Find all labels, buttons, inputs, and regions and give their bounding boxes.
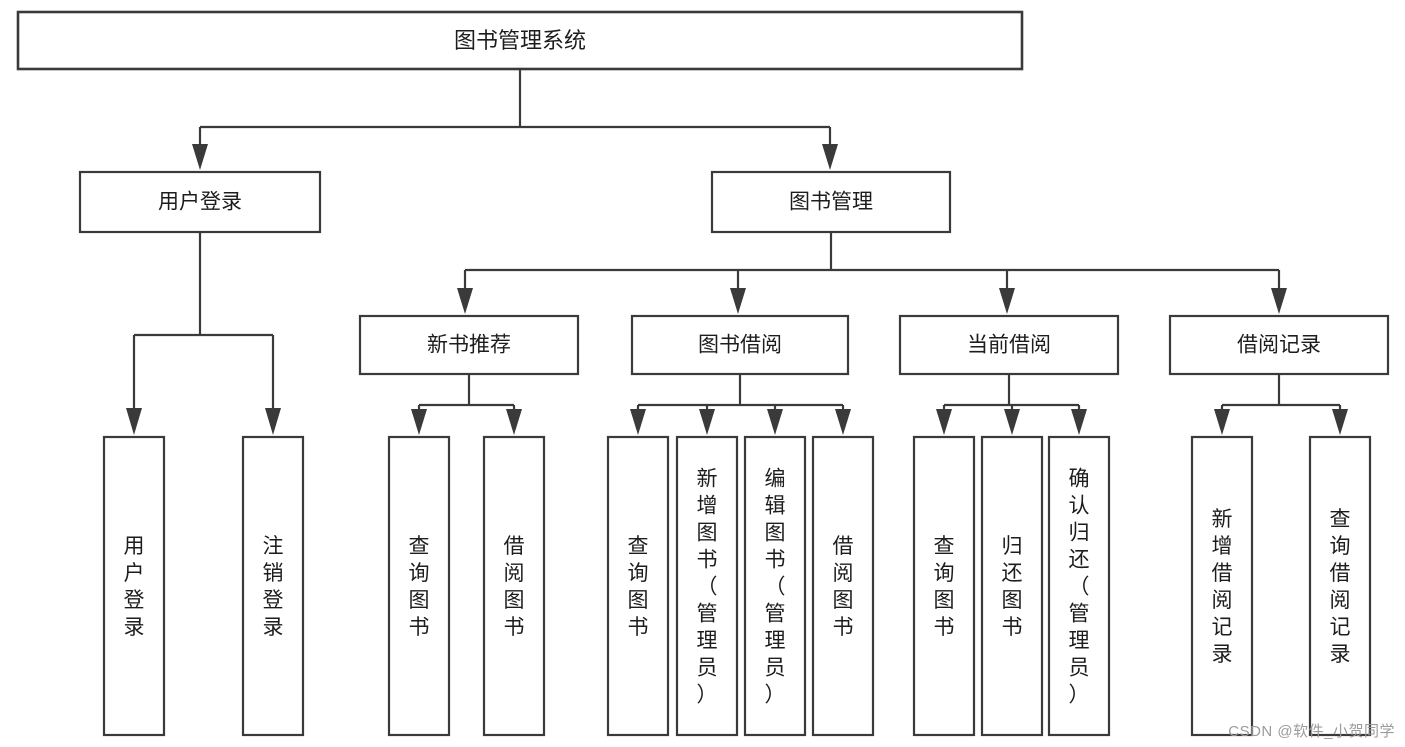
- node-new-book-rec-box[interactable]: [358, 314, 580, 376]
- connector-group-current-borrow: [936, 374, 1087, 435]
- arrow-head-new-book-rec: [457, 288, 473, 314]
- leaf-user-login-label: 用户登录: [124, 535, 145, 639]
- leaf-query-book-rec-box[interactable]: [387, 435, 451, 737]
- arrow-head-leaf-user-login: [126, 408, 142, 435]
- leaf-borrow-book-bor-box[interactable]: [811, 435, 875, 737]
- leaf-return-book-label: 归还图书: [1002, 535, 1023, 639]
- leaf-add-record-label: 新增借阅记录: [1212, 508, 1233, 666]
- arrow-head-borrow-record: [1271, 288, 1287, 314]
- leaf-logout-box[interactable]: [241, 435, 305, 737]
- node-user-login-box[interactable]: [78, 170, 322, 234]
- node-book-borrow-label: 图书借阅: [698, 334, 782, 357]
- leaf-add-book-label: 新增图书（管理员）: [697, 468, 718, 707]
- leaf-borrow-book-rec-box[interactable]: [482, 435, 546, 737]
- node-book-borrow[interactable]: 图书借阅: [630, 314, 850, 376]
- connector-group-book-manage: [457, 232, 1287, 314]
- arrow-head-leaf-query-book-cur: [936, 409, 952, 435]
- node-book-borrow-box[interactable]: [630, 314, 850, 376]
- arrow-head-leaf-logout: [265, 408, 281, 435]
- leaf-query-book-bor[interactable]: 查询图书: [606, 435, 670, 737]
- arrow-head-leaf-borrow-book-bor: [835, 409, 851, 435]
- leaf-node-layer: 用户登录 注销登录 查询图书 借阅图书 查询图书 新增图书（管理员） 编辑图书（管理员） 借阅…: [102, 435, 1372, 737]
- leaf-logout-label: 注销登录: [263, 535, 284, 639]
- node-root-box[interactable]: [16, 10, 1024, 71]
- arrow-head-book-manage: [822, 144, 838, 170]
- arrow-head-leaf-borrow-book-rec: [506, 409, 522, 435]
- node-borrow-record-box[interactable]: [1168, 314, 1390, 376]
- node-book-manage-label: 图书管理: [789, 191, 873, 214]
- leaf-query-book-bor-box[interactable]: [606, 435, 670, 737]
- node-new-book-rec[interactable]: 新书推荐: [358, 314, 580, 376]
- connector-group-root: [192, 69, 838, 170]
- leaf-edit-book-box[interactable]: [743, 435, 807, 737]
- arrow-head-book-borrow: [730, 288, 746, 314]
- leaf-borrow-book-rec[interactable]: 借阅图书: [482, 435, 546, 737]
- leaf-logout[interactable]: 注销登录: [241, 435, 305, 737]
- leaf-add-record[interactable]: 新增借阅记录: [1190, 435, 1254, 737]
- leaf-user-login-box[interactable]: [102, 435, 166, 737]
- leaf-query-record[interactable]: 查询借阅记录: [1308, 435, 1372, 737]
- leaf-edit-book[interactable]: 编辑图书（管理员）: [743, 435, 807, 737]
- node-user-login[interactable]: 用户登录: [78, 170, 322, 234]
- node-current-borrow-label: 当前借阅: [967, 334, 1051, 357]
- arrow-head-current-borrow: [999, 288, 1015, 314]
- leaf-query-book-cur-box[interactable]: [912, 435, 976, 737]
- arrow-head-leaf-add-book: [699, 409, 715, 435]
- node-new-book-rec-label: 新书推荐: [427, 334, 511, 357]
- node-root-label: 图书管理系统: [454, 28, 586, 53]
- leaf-add-book[interactable]: 新增图书（管理员）: [675, 435, 739, 737]
- connector-group-new-book-rec: [411, 374, 522, 435]
- arrow-head-leaf-confirm-return: [1071, 409, 1087, 435]
- leaf-borrow-book-bor[interactable]: 借阅图书: [811, 435, 875, 737]
- node-borrow-record[interactable]: 借阅记录: [1168, 314, 1390, 376]
- leaf-query-book-cur[interactable]: 查询图书: [912, 435, 976, 737]
- arrow-head-user-login: [192, 144, 208, 170]
- leaf-user-login[interactable]: 用户登录: [102, 435, 166, 737]
- connector-group-book-borrow: [630, 374, 851, 435]
- leaf-query-book-cur-label: 查询图书: [934, 535, 955, 639]
- connector-group-user-login: [126, 232, 281, 435]
- node-book-manage-box[interactable]: [710, 170, 952, 234]
- leaf-confirm-return-box[interactable]: [1047, 435, 1111, 737]
- node-book-manage[interactable]: 图书管理: [710, 170, 952, 234]
- leaf-query-book-rec[interactable]: 查询图书: [387, 435, 451, 737]
- node-borrow-record-label: 借阅记录: [1237, 334, 1321, 357]
- arrow-head-leaf-query-book-bor: [630, 409, 646, 435]
- leaf-confirm-return[interactable]: 确认归还（管理员）: [1047, 435, 1111, 737]
- arrow-head-leaf-query-book-rec: [411, 409, 427, 435]
- leaf-edit-book-label: 编辑图书（管理员）: [765, 468, 786, 707]
- leaf-add-book-box[interactable]: [675, 435, 739, 737]
- arrow-head-leaf-add-record: [1214, 409, 1230, 435]
- watermark-text: CSDN @软件_小贺同学: [1228, 723, 1395, 740]
- node-current-borrow[interactable]: 当前借阅: [898, 314, 1120, 376]
- node-user-login-label: 用户登录: [158, 191, 242, 214]
- arrow-head-leaf-query-record: [1332, 409, 1348, 435]
- leaf-confirm-return-label: 确认归还（管理员）: [1069, 468, 1090, 707]
- leaf-return-book[interactable]: 归还图书: [980, 435, 1044, 737]
- leaf-query-book-bor-label: 查询图书: [628, 535, 649, 639]
- leaf-query-record-box[interactable]: [1308, 435, 1372, 737]
- arrow-head-leaf-return-book: [1004, 409, 1020, 435]
- node-current-borrow-box[interactable]: [898, 314, 1120, 376]
- arrow-head-leaf-edit-book: [767, 409, 783, 435]
- leaf-borrow-book-rec-label: 借阅图书: [504, 535, 525, 639]
- leaf-query-record-label: 查询借阅记录: [1330, 508, 1351, 666]
- connector-group-borrow-record: [1214, 374, 1348, 435]
- node-root[interactable]: 图书管理系统: [16, 10, 1024, 71]
- leaf-add-record-box[interactable]: [1190, 435, 1254, 737]
- leaf-query-book-rec-label: 查询图书: [409, 535, 430, 639]
- leaf-return-book-box[interactable]: [980, 435, 1044, 737]
- leaf-borrow-book-bor-label: 借阅图书: [833, 535, 854, 639]
